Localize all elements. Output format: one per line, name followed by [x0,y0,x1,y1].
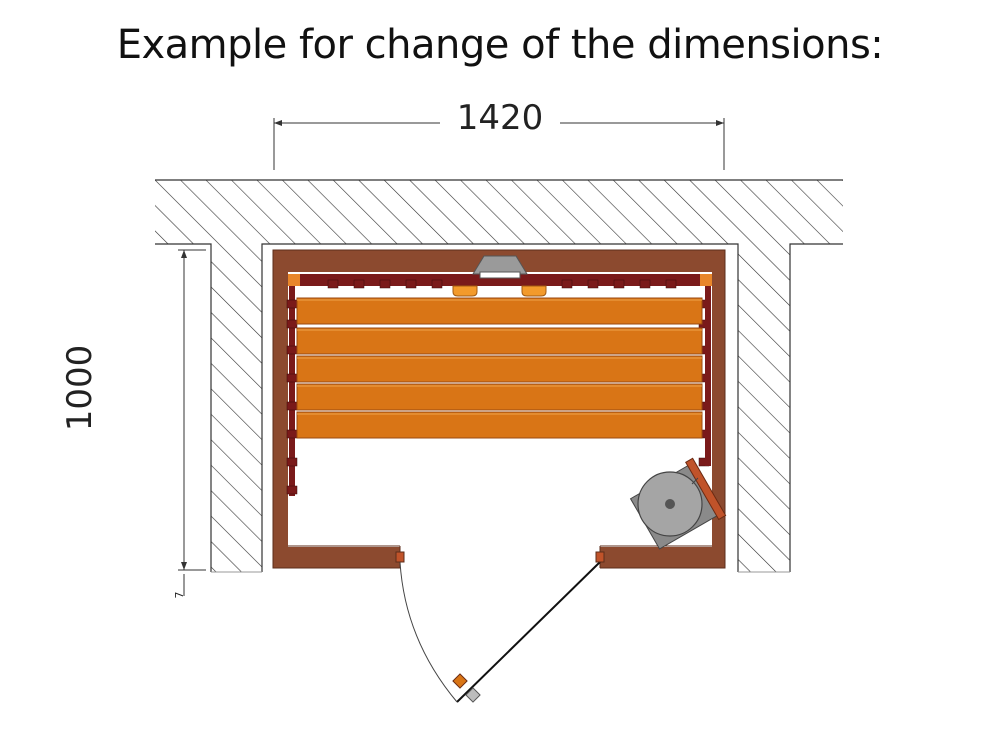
bench-slat [296,383,703,411]
rail-block [639,279,651,289]
rail-block [405,279,417,289]
rail-blocks [327,279,677,289]
bench-slat [296,327,703,355]
bench-slats [296,297,703,439]
left-post-block [286,319,298,329]
rail-block [561,279,573,289]
rail-block [379,279,391,289]
rail-block [665,279,677,289]
side-posts [286,286,711,496]
left-post [289,286,295,496]
rail-block [327,279,339,289]
left-post-block [286,429,298,439]
height-dimension-line [178,249,206,596]
wall-hatching [155,179,843,573]
left-post-block [286,457,298,467]
heater-icon [629,457,727,550]
left-post-block [286,485,298,495]
door-handle-icon [452,673,481,703]
top-rail [288,274,712,286]
height-dimension-label: 1000 [60,344,100,432]
gap-dimension-label: 7 [173,591,186,599]
bench-slat [296,411,703,439]
diagram-title: Example for change of the dimensions: [116,22,884,68]
width-dimension-label: 1420 [440,98,560,138]
lamp-icon [452,255,547,297]
rail-block [353,279,365,289]
left-post-block [286,345,298,355]
bench-slat [296,355,703,383]
left-post-block [286,373,298,383]
right-post [705,286,711,466]
rail-block [587,279,599,289]
door [395,551,605,703]
rail-block [613,279,625,289]
left-post-block [286,401,298,411]
left-post-block [286,299,298,309]
rail-block [431,279,443,289]
bench-slat [296,297,703,325]
